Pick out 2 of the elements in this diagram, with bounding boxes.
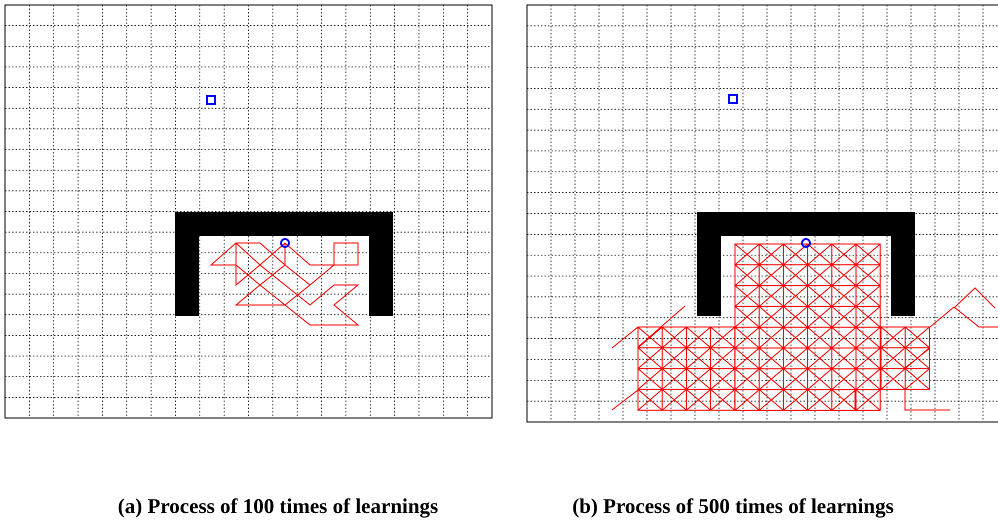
figure-caption: (b) Process of 500 times of learnings [572, 494, 894, 519]
figure-caption: (a) Process of 100 times of learnings [118, 494, 438, 519]
